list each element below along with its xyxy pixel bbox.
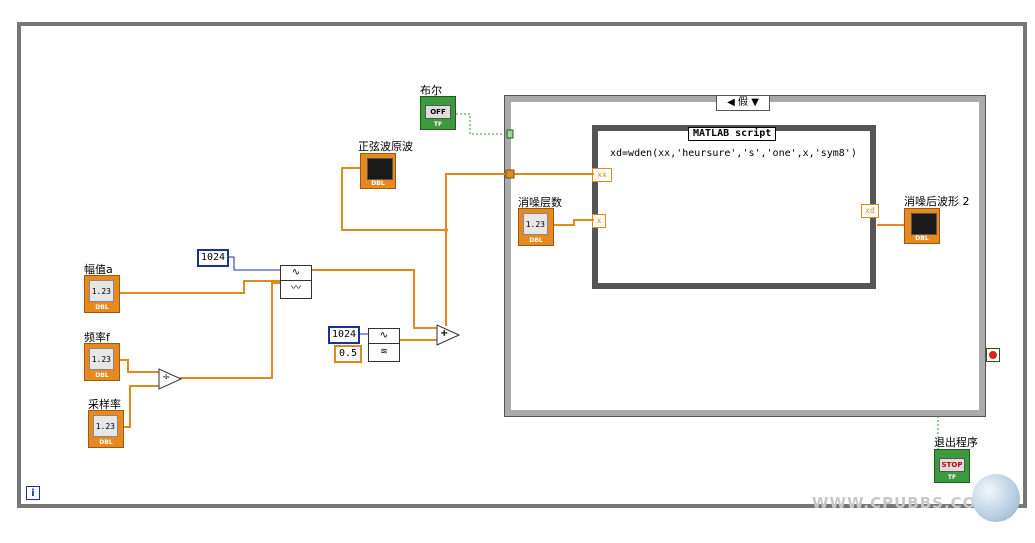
sine-graph-label: 正弦波原波 [358, 140, 413, 153]
stop-circle-icon [989, 351, 997, 359]
noise-amplitude-constant[interactable]: 0.5 [334, 345, 363, 363]
exit-stop-control[interactable]: STOP TF [934, 449, 970, 483]
wire-sine-graph [341, 167, 446, 231]
graph-icon [911, 213, 937, 235]
denoised-graph-label: 消噪后波形 2 [904, 195, 970, 208]
globe-icon [972, 474, 1020, 522]
wire-bool [456, 113, 510, 135]
sample-rate-label: 采样率 [88, 398, 121, 411]
noise-pattern-icon: ≋ [380, 347, 388, 357]
levels-control[interactable]: 1.23 DBL [518, 208, 554, 246]
wire-freq-ratio [180, 282, 282, 379]
wire-levels [554, 219, 594, 226]
matlab-output-xd[interactable]: xd [861, 204, 879, 218]
case-prev-icon[interactable]: ◀ [727, 97, 735, 108]
denoised-graph-indicator[interactable]: DBL [904, 208, 940, 244]
bool-control[interactable]: OFF TF [420, 96, 456, 130]
wave-pattern-icon: 〰 [291, 283, 301, 294]
divide-symbol: ÷ [162, 372, 171, 383]
case-selector-value: 假 [738, 97, 748, 108]
wire-amplitude [120, 280, 282, 294]
watermark-text: WWW.CPUBBS.COM [812, 494, 993, 512]
frequency-control[interactable]: 1.23 DBL [84, 343, 120, 381]
bool-tf-tag: TF [433, 121, 443, 128]
add-operator[interactable] [436, 324, 460, 346]
case-next-icon[interactable]: ▼ [751, 97, 759, 108]
wire-sine-out [310, 269, 438, 329]
wire-sum [445, 173, 594, 326]
iteration-terminal[interactable]: i [26, 486, 40, 500]
wire-samples1 [228, 256, 282, 271]
sine-wave-icon: ∿ [369, 329, 399, 344]
frequency-label: 频率f [84, 331, 110, 344]
graph-icon [367, 158, 393, 180]
samples-constant-1[interactable]: 1024 [197, 249, 230, 267]
sine-wave-icon: ∿ [281, 266, 311, 281]
stop-button: STOP [939, 458, 965, 472]
case-selector[interactable]: ◀ 假 ▼ [716, 95, 770, 111]
samples-constant-2[interactable]: 1024 [328, 326, 361, 344]
noise-waveform-vi[interactable]: ∿ ≋ [368, 328, 400, 362]
amplitude-label: 幅值a [84, 263, 113, 276]
amplitude-control[interactable]: 1.23 DBL [84, 275, 120, 313]
add-symbol: + [440, 328, 449, 339]
matlab-script-title: MATLAB script [688, 127, 777, 141]
matlab-script-code[interactable]: xd=wden(xx,'heursure','s','one',x,'sym8'… [610, 148, 857, 159]
exit-label: 退出程序 [934, 436, 978, 449]
sine-graph-indicator[interactable]: DBL [360, 153, 396, 189]
bool-off-button: OFF [425, 105, 451, 119]
wire-sample-rate [124, 385, 160, 428]
bool-label: 布尔 [420, 84, 442, 97]
sine-waveform-vi[interactable]: ∿ 〰 [280, 265, 312, 299]
loop-condition-terminal[interactable] [986, 348, 1000, 362]
while-loop-frame [17, 22, 1027, 508]
divide-operator[interactable] [158, 368, 182, 390]
wire-frequency [120, 359, 160, 373]
sample-rate-control[interactable]: 1.23 DBL [88, 410, 124, 448]
levels-label: 消噪层数 [518, 196, 562, 209]
